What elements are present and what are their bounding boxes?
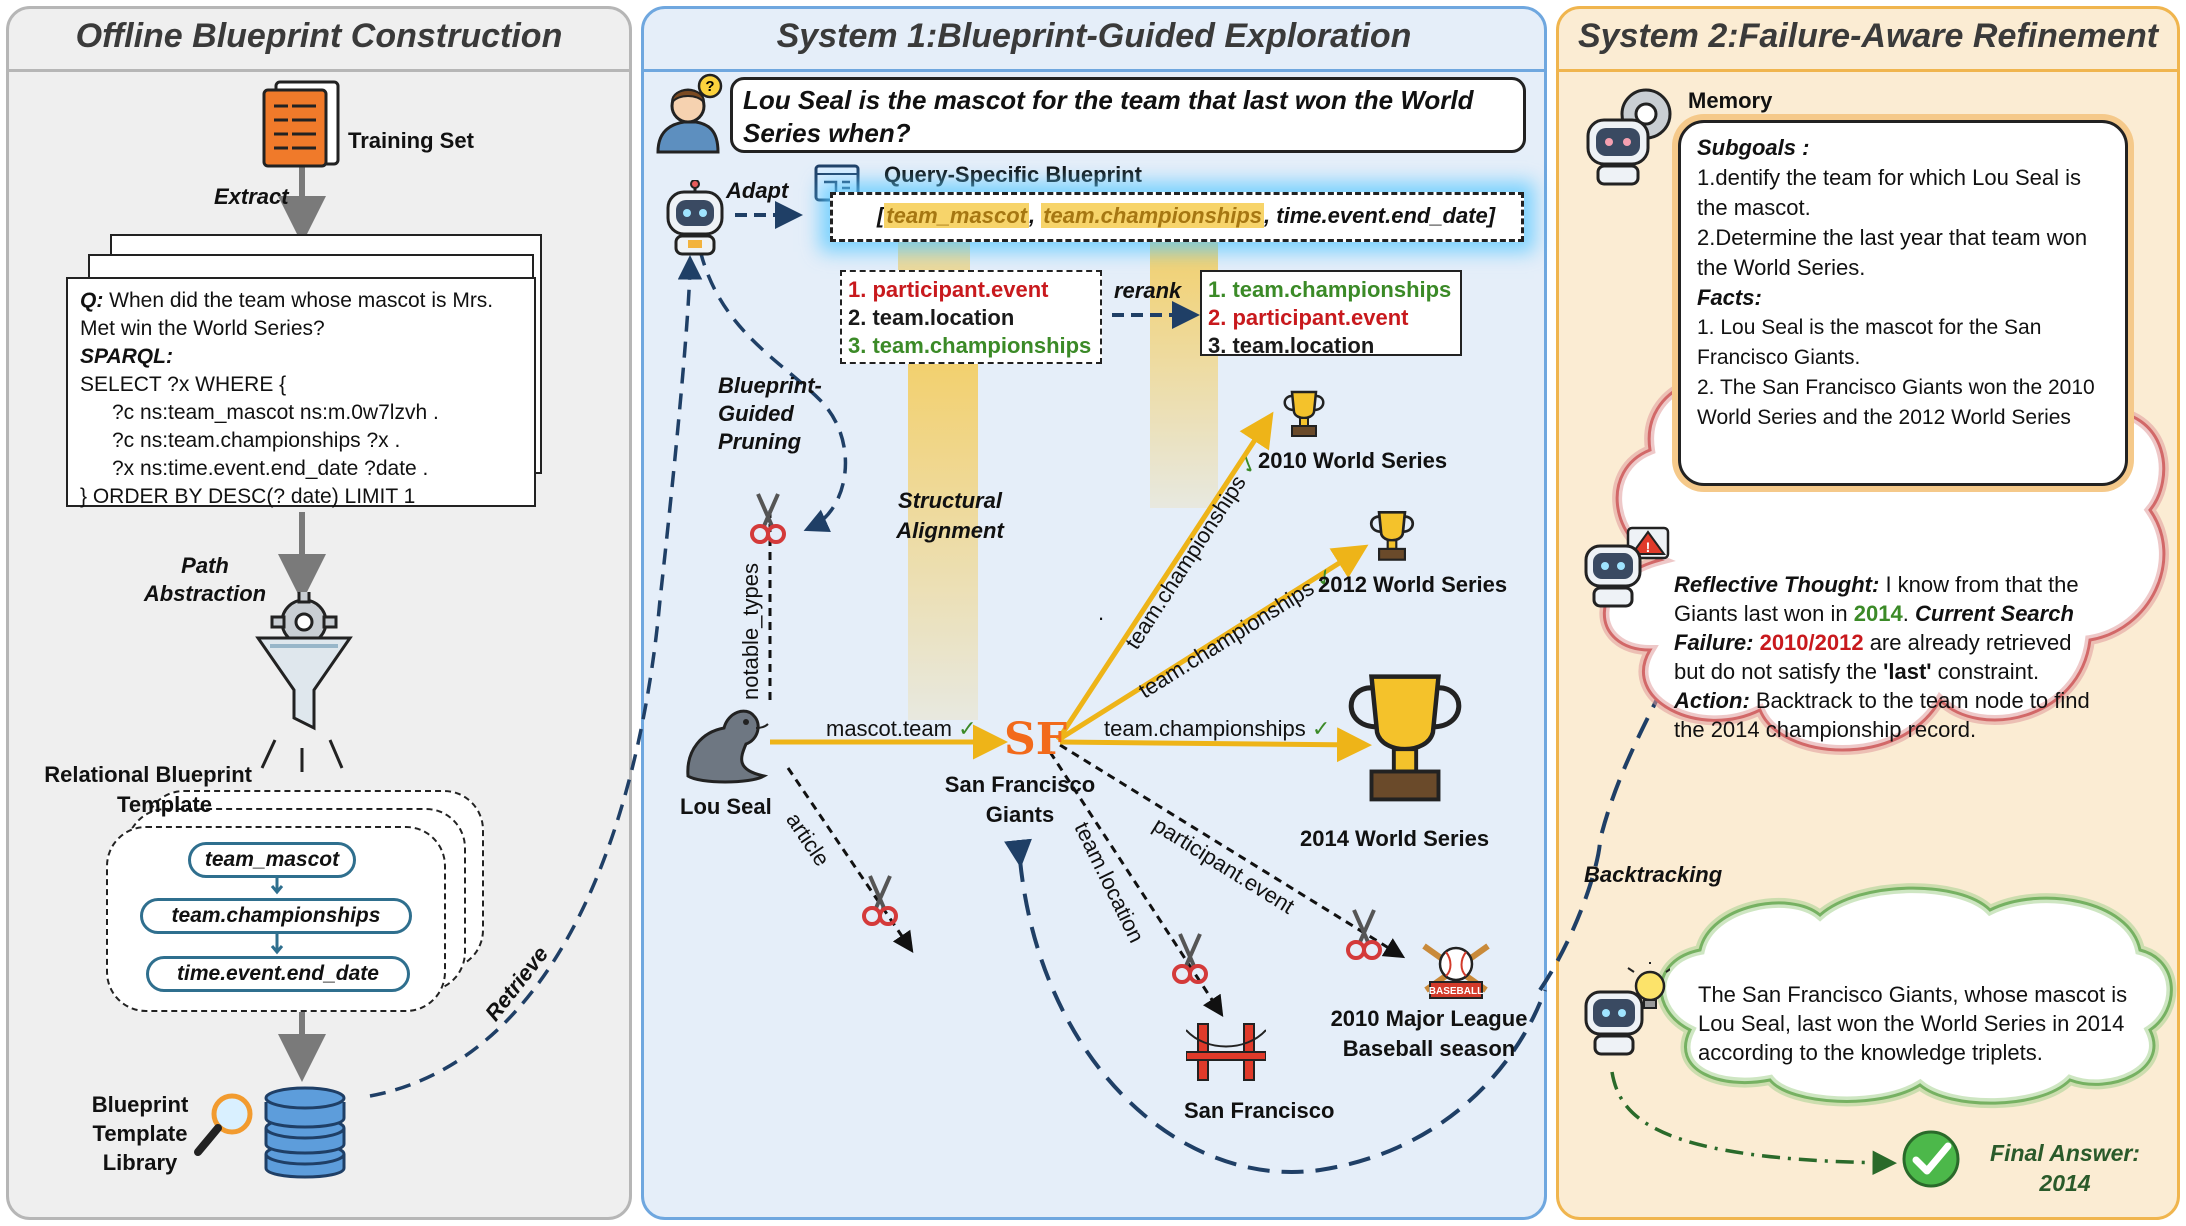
- final-answer-label: Final Answer:: [1990, 1140, 2140, 1166]
- fact-2: 2. The San Francisco Giants won the 2010…: [1697, 376, 2095, 429]
- trophy-icon-2014: [1348, 674, 1462, 802]
- seal-icon: [686, 709, 769, 784]
- edge-participant-event: [1059, 743, 1406, 959]
- adapt-label: Adapt: [726, 178, 789, 203]
- node-ws-2012: 2012 World Series: [1318, 572, 1508, 597]
- offline-panel-divider: [9, 69, 629, 72]
- database-icon: [264, 1086, 346, 1179]
- rerank-label: rerank: [1114, 278, 1182, 303]
- final-answer: Final Answer: 2014: [1970, 1138, 2160, 1198]
- qsb-relation-championships: team.championships: [1041, 203, 1265, 228]
- query-card: Q: When did the team whose mascot is Mrs…: [66, 277, 536, 508]
- query-question: Q: When did the team whose mascot is Mrs…: [80, 289, 494, 312]
- node-san-francisco: San Francisco: [1184, 1098, 1335, 1123]
- baseball-icon: BASEBALL: [1422, 943, 1490, 999]
- answer-text: The San Francisco Giants, whose mascot i…: [1698, 982, 2128, 1065]
- robot-memory-icon: [1586, 88, 1672, 186]
- bridge-icon: [1186, 1023, 1266, 1081]
- svg-text:BASEBALL: BASEBALL: [1429, 986, 1483, 997]
- sparql-line-4: ?x ns:time.event.end_date ?date .: [112, 457, 429, 480]
- query-question-cont: Met win the World Series?: [80, 317, 325, 340]
- subgoal-2: 2.Determine the last year that team won …: [1697, 225, 2088, 280]
- edge-championships-2014: [1059, 727, 1372, 763]
- edge-championships-2010: [1055, 411, 1274, 742]
- sparql-line-5: } ORDER BY DESC(? date) LIMIT 1: [80, 485, 416, 508]
- trophy-icon-2010: [1283, 390, 1325, 437]
- offline-panel-title: Offline Blueprint Construction: [75, 17, 563, 55]
- svg-text:!: !: [1646, 539, 1651, 555]
- system1-panel-divider: [644, 69, 1544, 72]
- qsb-relation-end-date: time.event.end_date: [1276, 203, 1488, 228]
- backtracking-label: Backtracking: [1584, 862, 1723, 887]
- node-lou-seal: Lou Seal: [680, 794, 772, 819]
- qsb-title: Query-Specific Blueprint: [884, 162, 1142, 187]
- query-specific-blueprint-box: [team_mascot, team.championships, time.e…: [830, 192, 1524, 242]
- user-avatar-icon: ?: [656, 73, 723, 154]
- checkmark-icon: [1902, 1130, 1960, 1188]
- svg-text:?: ?: [705, 78, 714, 95]
- memory-title: Memory: [1688, 88, 1773, 113]
- trophy-icon-2012: [1369, 510, 1415, 561]
- backtrack-loop: [1004, 838, 1547, 1174]
- final-answer-curve: [1610, 1071, 1897, 1176]
- sparql-line-1: SELECT ?x WHERE {: [80, 373, 287, 396]
- funnel-gear-icon: [255, 592, 353, 731]
- edge-label-dot: .: [1098, 600, 1105, 625]
- extract-label: Extract: [214, 184, 289, 209]
- relation-list-before: 1. participant.event 2. team.location 3.…: [840, 270, 1102, 364]
- fact-1: 1. Lou Seal is the mascot for the San Fr…: [1697, 316, 2042, 369]
- final-answer-value: 2014: [2039, 1170, 2091, 1196]
- node-ws-2014: 2014 World Series: [1300, 826, 1490, 851]
- memory-box: Subgoals : 1.dentify the team for which …: [1678, 120, 2128, 486]
- robot-idea-icon: [1584, 962, 1670, 1056]
- scissors-icon-location: [1172, 933, 1208, 984]
- scissors-icon-participant: [1346, 909, 1382, 960]
- qsb-relation-mascot: team_mascot: [884, 203, 1029, 228]
- scissors-icon-article: [862, 875, 898, 926]
- robot-warning-icon: !: [1584, 526, 1670, 608]
- training-set-document-icon: [262, 80, 340, 168]
- sparql-line-3: ?c ns:team.championships ?x .: [112, 429, 401, 452]
- pill-team-mascot: team_mascot: [188, 842, 356, 878]
- training-set-label: Training Set: [348, 128, 474, 153]
- retrieve-curve: [369, 255, 703, 1098]
- facts-label: Facts:: [1697, 285, 1762, 310]
- subgoal-1: 1.dentify the team for which Lou Seal is…: [1697, 165, 2081, 220]
- system2-panel-title: System 2:Failure-Aware Refinement: [1577, 17, 2159, 55]
- relation-list-after: 1. team.championships 2. participant.eve…: [1200, 270, 1462, 358]
- alignment-beam-left: [908, 340, 978, 720]
- giants-logo-icon: SF: [1004, 714, 1068, 765]
- system2-panel-divider: [1559, 69, 2177, 72]
- scissors-icon-notable: [750, 493, 786, 544]
- system1-panel-title: System 1:Blueprint-Guided Exploration: [776, 17, 1412, 55]
- pruning-curve: [698, 249, 848, 532]
- question-box: Lou Seal is the mascot for the team that…: [730, 77, 1526, 153]
- pill-team-championships: team.championships: [140, 898, 412, 934]
- edge-label-mascot-team: mascot.team ✓: [826, 716, 977, 741]
- sparql-line-2: ?c ns:team_mascot ns:m.0w7lzvh .: [112, 401, 439, 424]
- answer-cloud: [1656, 883, 2177, 1109]
- robot-adapt-icon: [666, 180, 724, 256]
- magnifier-icon: [194, 1093, 253, 1156]
- pill-time-event-end-date: time.event.end_date: [146, 956, 410, 992]
- subgoals-label: Subgoals :: [1697, 135, 1810, 160]
- edge-championships-2012: [1056, 544, 1369, 743]
- edge-label-championships-2014: team.championships ✓: [1104, 716, 1331, 741]
- reflection-text: Reflective Thought: I know from that the…: [1674, 572, 2090, 742]
- node-ws-2010: 2010 World Series: [1258, 448, 1448, 473]
- template-chain-arrows: [270, 872, 284, 955]
- edge-label-notable-types: notable_types: [738, 563, 763, 700]
- sparql-label: SPARQL:: [80, 345, 173, 368]
